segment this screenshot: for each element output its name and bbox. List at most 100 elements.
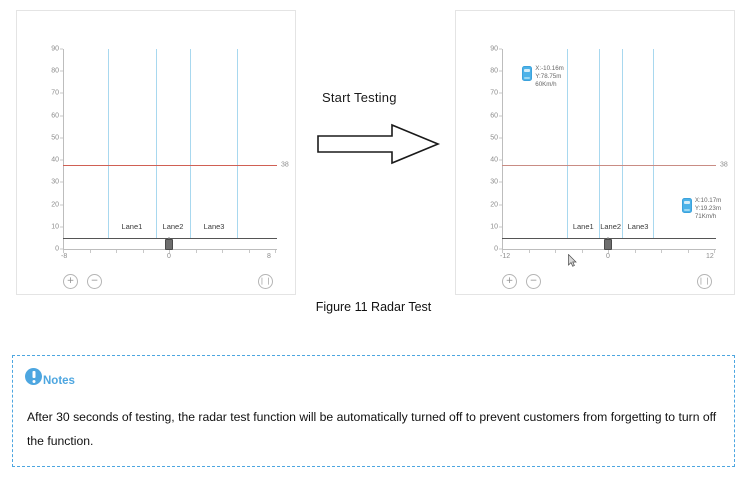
road-base-line [63,237,277,239]
vehicle-x-label: X:10.17m [694,197,722,205]
x-tick-mark [195,250,197,253]
slider-thumb[interactable] [604,239,612,250]
start-testing-label: Start Testing [322,90,397,105]
lane-boundary-line-4 [236,49,238,238]
slider-thumb[interactable] [165,239,173,250]
lane-boundary-line-3 [622,49,624,238]
y-tick-mark [60,159,63,161]
y-tick-mark [499,159,502,161]
zoom-out-button[interactable]: − [526,274,541,289]
y-tick-label: 30 [51,178,59,186]
y-tick-mark [60,115,63,117]
y-tick-label: 40 [490,156,498,164]
y-tick-mark [60,137,63,139]
y-tick-mark [499,70,502,72]
vehicle-x-label: X:-10.16m [535,65,564,72]
slider-value-label: 0 [606,253,610,260]
car-icon [522,66,533,81]
vehicle-y-label: Y:19.23m [694,205,721,213]
x-tick-mark [248,250,250,253]
x-tick-mark [275,250,276,253]
vehicle-speed-label: 71Km/h [694,213,717,221]
x-tick-mark [89,250,91,253]
lane-label-1: Lane1 [121,221,143,231]
x-tick-mark [687,250,689,253]
y-tick-mark [60,48,63,50]
y-tick-label: 80 [51,67,59,75]
figure-caption: Figure 11 Radar Test [315,300,432,314]
y-tick-label: 0 [55,245,59,253]
y-tick-mark [499,92,502,94]
car-icon [681,198,692,214]
x-tick-mark [555,250,556,253]
pause-button[interactable]: ❘❘ [697,274,712,289]
zoom-in-button[interactable]: + [63,274,78,289]
threshold-line [502,164,716,166]
lane-boundary-line-2 [155,49,157,238]
x-tick-mark [502,250,503,253]
y-tick-label: 0 [494,245,498,253]
y-tick-mark [60,226,63,228]
y-tick-label: 60 [490,112,498,120]
notes-callout: Notes After 30 seconds of testing, the r… [12,355,735,467]
x-tick-mark [714,250,715,253]
y-axis-line [502,49,503,249]
y-tick-label: 40 [51,156,59,164]
right-arrow-icon [317,123,441,165]
y-tick-label: 90 [51,45,59,53]
y-tick-label: 70 [51,89,59,97]
x-tick-mark [169,250,170,253]
threshold-value-label: 38 [720,161,728,169]
y-tick-mark [499,115,502,117]
y-tick-label: 80 [490,67,498,75]
x-tick-mark [581,250,583,253]
y-tick-label: 10 [490,223,498,231]
x-tick-mark [608,250,609,253]
y-tick-mark [499,226,502,228]
x-tick-mark [528,250,530,253]
threshold-value-label: 38 [281,161,289,169]
y-tick-label: 70 [490,89,498,97]
x-tick-mark [222,250,223,253]
notes-title: Notes [43,375,75,387]
lane-boundary-line-1 [567,49,569,238]
zoom-out-button[interactable]: − [87,274,102,289]
lane-label-3: Lane3 [203,221,225,231]
y-tick-mark [499,204,502,206]
y-tick-label: 50 [490,134,498,142]
notes-body-text: After 30 seconds of testing, the radar t… [27,410,717,448]
y-tick-mark [499,181,502,183]
x-tick-mark [661,250,662,253]
lane-boundary-line-1 [108,49,110,238]
y-tick-mark [60,204,63,206]
y-tick-label: 90 [490,45,498,53]
y-tick-mark [60,181,63,183]
pause-button[interactable]: ❘❘ [258,274,273,289]
y-tick-label: 10 [51,223,59,231]
lane-boundary-line-3 [190,49,192,238]
y-tick-mark [499,137,502,139]
exclamation-circle-icon [25,368,42,385]
road-base-line [502,237,716,239]
lane-label-3: Lane3 [627,221,649,231]
zoom-in-button[interactable]: + [502,274,517,289]
x-tick-mark [634,250,636,253]
vehicle-speed-label: 60Km/h [535,80,557,88]
y-tick-label: 50 [51,134,59,142]
y-axis-line [63,49,64,249]
y-tick-label: 30 [490,178,498,186]
lane-boundary-line-2 [599,49,601,238]
slider-value-label: 0 [167,253,171,260]
x-tick-mark [116,250,117,253]
y-tick-label: 20 [490,201,498,209]
notes-header: Notes [25,368,75,387]
mouse-cursor-icon [568,254,577,267]
lane-label-1: Lane1 [572,221,594,231]
